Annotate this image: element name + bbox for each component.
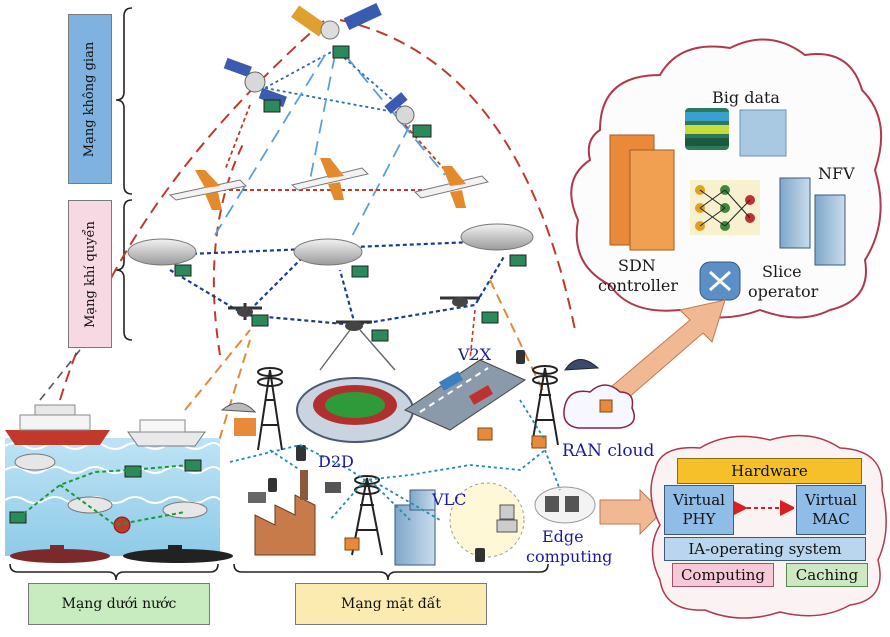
bracket-space: [115, 7, 133, 341]
virtual-mac-box: Virtual MAC: [796, 485, 866, 535]
underwater-links: [17, 464, 191, 527]
sdn-controller-icon: [609, 134, 675, 251]
arc-orange-left: [184, 329, 251, 411]
airplane-mid-icon: [290, 158, 369, 200]
ran-cloud-label: RAN cloud: [562, 441, 655, 461]
sdn-label-line2: controller: [598, 276, 678, 295]
drone-right-link: [469, 309, 476, 361]
ground-small-boxes: [344, 399, 613, 551]
cell-tower-mid-icon: [351, 475, 383, 556]
big-data-label: Big data: [712, 88, 780, 107]
computing-text: Computing: [680, 566, 766, 584]
label-underwater-network: Mạng dưới nước: [28, 583, 210, 625]
cell-tower-left-icon: [257, 367, 283, 451]
virtual-phy-line1: Virtual: [673, 491, 725, 509]
ground-links: [229, 399, 561, 521]
virtual-phy-line2: PHY: [682, 510, 716, 528]
nfv-label: NFV: [818, 164, 855, 183]
satellite-dish-left-icon: [220, 402, 257, 436]
blimp-drone-links: [169, 254, 506, 327]
drone-right-icon: [440, 296, 499, 324]
slice-label-line1: Slice: [762, 262, 802, 281]
office-building-icon: [394, 489, 436, 566]
factory-icon: [254, 470, 316, 556]
edge-computing-label-line1: Edge: [542, 527, 584, 546]
airplane-right-icon: [414, 166, 489, 208]
label-air-network: Mạng khí quyển: [68, 200, 112, 348]
satellite-right-icon: [384, 92, 432, 138]
drone-mid-icon: [336, 320, 389, 342]
cruise-ship-icon: [5, 404, 110, 445]
v2x-label: V2X: [458, 345, 492, 364]
space-links: [214, 49, 446, 241]
ia-os-box: IA-operating system: [664, 537, 866, 561]
robot-icon: [496, 504, 518, 533]
ran-cloud-shape: [563, 384, 635, 429]
arc-gray-left: [39, 349, 81, 401]
computing-box: Computing: [672, 563, 774, 587]
arc-outer-right: [339, 19, 576, 331]
drone-left-icon: [228, 303, 269, 327]
nfv-servers-icon: [779, 177, 846, 266]
label-underwater-text: Mạng dưới nước: [61, 596, 177, 612]
vlc-zone: [449, 482, 525, 558]
label-ground-text: Mạng mặt đất: [341, 596, 441, 612]
d2d-label: D2D: [318, 452, 354, 471]
caching-text: Caching: [795, 566, 859, 584]
caching-box: Caching: [786, 563, 868, 587]
arc-inner-left: [212, 139, 246, 356]
virtual-mac-line2: MAC: [812, 510, 850, 528]
sdn-label-line1: SDN: [618, 256, 656, 275]
blimp-mid-icon: [293, 238, 369, 278]
ia-os-text: IA-operating system: [688, 540, 842, 558]
stadium-icon: [296, 377, 414, 443]
big-data-icon: [685, 108, 787, 157]
arrow-to-core-cloud: [604, 299, 726, 406]
arc-orange-right: [489, 279, 546, 396]
bracket-bottom: [9, 563, 549, 581]
label-space-text: Mạng không gian: [82, 41, 98, 157]
label-air-text: Mạng khí quyển: [82, 220, 98, 328]
vlc-label: VLC: [432, 490, 467, 509]
edge-computing-label-line2: computing: [526, 547, 613, 566]
drone-to-ground: [319, 329, 396, 371]
hardware-box: Hardware: [677, 458, 862, 484]
edge-server-icon: [534, 486, 596, 524]
virtual-phy-box: Virtual PHY: [664, 485, 734, 535]
airplane-left-icon: [168, 170, 248, 210]
label-ground-network: Mạng mặt đất: [295, 583, 487, 625]
cell-tower-right-icon: [531, 365, 559, 446]
hardware-text: Hardware: [731, 462, 808, 480]
label-space-network: Mạng không gian: [68, 14, 112, 184]
virtual-mac-line1: Virtual: [805, 491, 857, 509]
submarine-right-icon: [123, 545, 233, 563]
phy-mac-arrow: [734, 500, 794, 516]
satellite-top-icon: [291, 3, 382, 59]
blimp-right-icon: [460, 223, 534, 267]
satellite-dish-right-icon: [564, 359, 600, 371]
blimp-left-icon: [127, 238, 197, 277]
slice-label-line2: operator: [748, 282, 819, 301]
slice-operator-icon: [699, 261, 741, 301]
highway-icon: [403, 359, 527, 431]
satellite-left-icon: [223, 57, 287, 113]
submarine-left-icon: [10, 545, 110, 563]
arrow-to-edge-box: [599, 488, 663, 536]
neural-network-icon: [690, 180, 760, 235]
yacht-icon: [127, 419, 206, 447]
ground-devices: [248, 350, 525, 562]
